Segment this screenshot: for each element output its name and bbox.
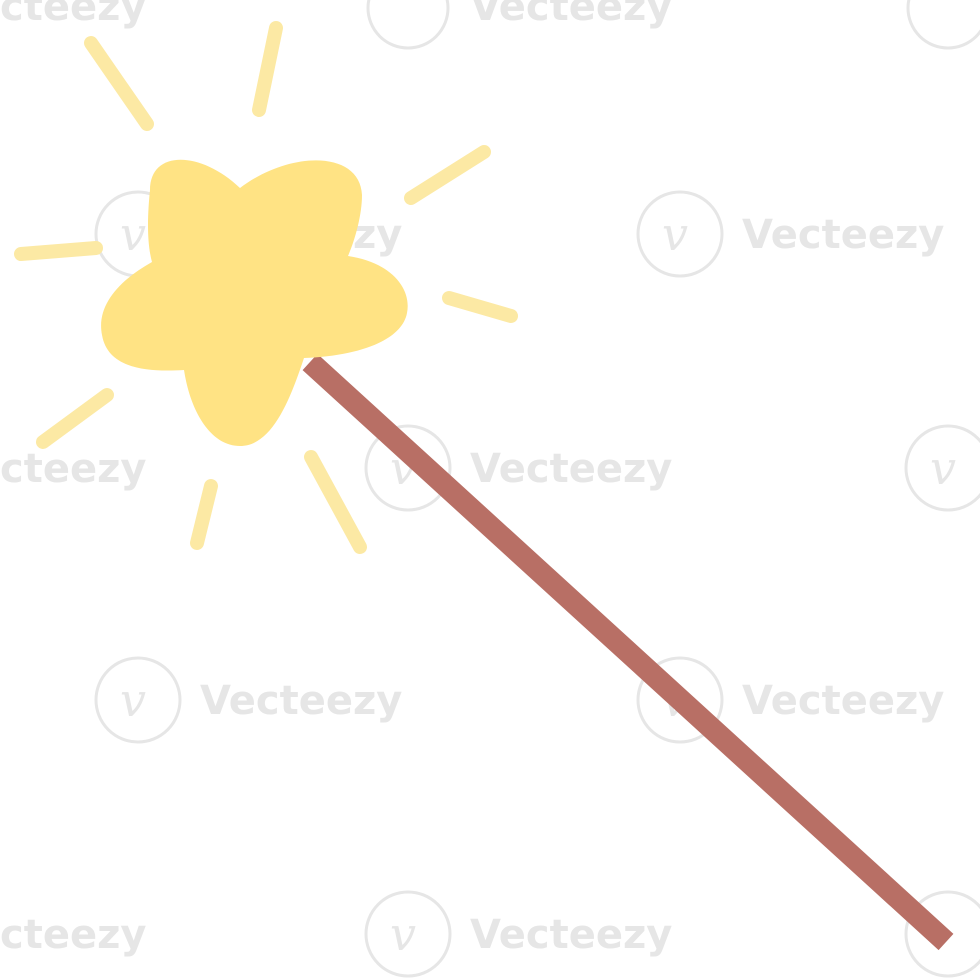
watermark-tile: cteezy	[0, 446, 146, 492]
watermark-logo-icon	[636, 190, 724, 278]
sparkle-ray	[14, 241, 103, 261]
watermark-text: Vecteezy	[742, 212, 944, 258]
sparkle-ray	[190, 479, 218, 550]
sparkle-rays	[14, 21, 518, 554]
sparkle-ray	[36, 388, 114, 449]
watermark-logo-glyph: v	[120, 207, 146, 261]
wand-stick	[302, 353, 954, 951]
watermark-tile: Vecteezy	[366, 0, 672, 50]
watermark-text: cteezy	[0, 912, 146, 958]
watermark-tile: v	[904, 424, 980, 512]
watermark-tile: v Vecteezy	[364, 890, 672, 978]
watermark-text: cteezy	[0, 0, 146, 30]
watermark-logo-glyph: v	[390, 907, 416, 961]
watermark-logo-icon	[636, 656, 724, 744]
watermark-logo-icon	[364, 890, 452, 978]
watermark-logo-icon	[904, 890, 980, 978]
watermark-tile: cteezy	[0, 912, 146, 958]
watermark-text: Vecteezy	[470, 912, 672, 958]
sparkle-ray	[404, 145, 491, 205]
watermark-text: cteezy	[0, 446, 146, 492]
watermark-text: Vecteezy	[470, 446, 672, 492]
sparkle-ray	[304, 450, 367, 554]
watermark-logo-glyph: v	[662, 207, 688, 261]
watermark-tile: cteezy	[0, 0, 146, 30]
sparkle-ray	[442, 291, 518, 323]
sparkle-ray	[252, 21, 283, 117]
star-shape	[101, 159, 408, 447]
watermark-tile: v Vecteezy	[94, 656, 402, 744]
watermark-logo-glyph: v	[120, 673, 146, 727]
watermark-logo-icon	[904, 424, 980, 512]
watermark-logo-icon	[366, 0, 450, 50]
watermark-tile: v Vecteezy	[636, 190, 944, 278]
watermark-logo-icon	[94, 656, 182, 744]
watermark-logo-icon	[364, 424, 452, 512]
watermark-tile	[904, 890, 980, 978]
watermark-text: Vecteezy	[470, 0, 672, 30]
watermark-logo-glyph: v	[930, 441, 956, 495]
watermark-text: Vecteezy	[200, 678, 402, 724]
sparkle-ray	[84, 36, 154, 131]
watermark-tile	[906, 0, 980, 50]
watermark-logo-icon	[906, 0, 980, 50]
watermark-text: Vecteezy	[742, 678, 944, 724]
